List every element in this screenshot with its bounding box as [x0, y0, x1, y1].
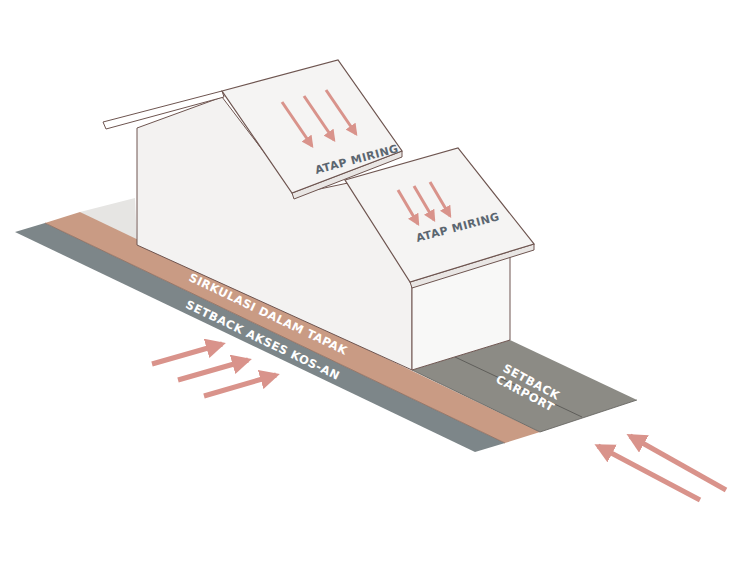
access-arrows [152, 344, 726, 500]
roof-plane [345, 148, 534, 282]
rain-arrows [282, 90, 450, 224]
roof-edge [103, 91, 224, 129]
